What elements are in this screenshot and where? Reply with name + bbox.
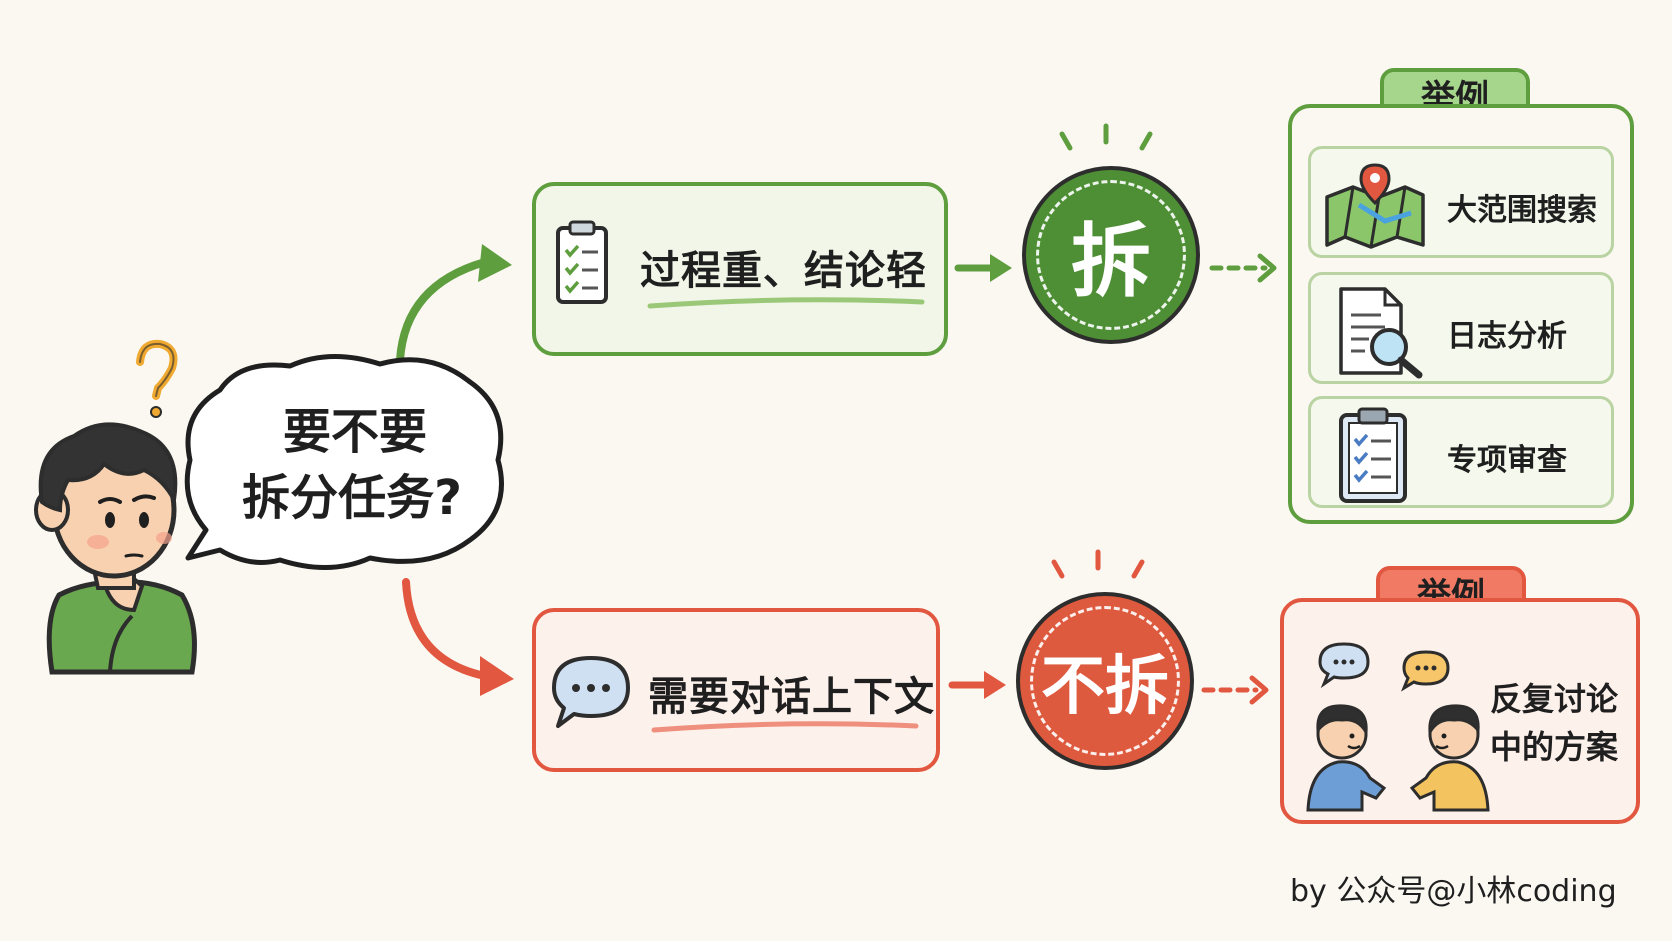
example-label-review: 专项审查 [1447,443,1567,478]
condition-text-bottom: 需要对话上下文 [648,674,935,720]
underline-top [647,297,925,309]
example-label-logs: 日志分析 [1447,319,1567,354]
burst-lines-top [1059,123,1153,151]
author-credit: by 公众号@小林coding [1290,874,1617,909]
example-text-line-1: 反复讨论 [1490,680,1619,718]
condition-card-bottom: 需要对话上下文 [532,608,940,772]
decision-to-examples-arrow-top [1209,253,1277,283]
condition-to-decision-arrow-bottom [948,671,1006,699]
burst-lines-bottom [1051,549,1145,579]
underline-bottom [651,721,919,733]
clipboard-checklist-icon [1339,407,1407,503]
example-item-logs: 日志分析 [1308,272,1614,384]
thinking-person-illustration [34,422,197,675]
question-line-2: 拆分任务? [242,470,462,526]
decision-circle-no-split: 不拆 [1016,592,1194,770]
down-branch-arrow [402,578,514,696]
speech-bubble [184,354,504,570]
decision-circle-split: 拆 [1022,166,1200,344]
condition-card-top: 过程重、结论轻 [532,182,948,356]
decision-to-examples-arrow-bottom [1201,675,1269,705]
examples-card-bottom: 反复讨论 中的方案 [1280,598,1640,824]
condition-to-decision-arrow-top [954,254,1012,282]
condition-text-top: 过程重、结论轻 [640,248,927,294]
question-mark-icon [136,339,178,418]
document-magnifier-icon [1339,287,1423,379]
up-branch-arrow [396,244,512,364]
question-line-1: 要不要 [282,404,427,460]
map-pin-icon [1325,163,1425,249]
example-item-search: 大范围搜索 [1308,146,1614,258]
clipboard-checklist-icon [556,220,608,304]
example-label-search: 大范围搜索 [1447,193,1597,228]
two-people-discussing-illustration [1306,642,1490,812]
example-item-review: 专项审查 [1308,396,1614,508]
chat-bubble-icon [552,656,630,728]
example-text-line-2: 中的方案 [1490,728,1619,766]
